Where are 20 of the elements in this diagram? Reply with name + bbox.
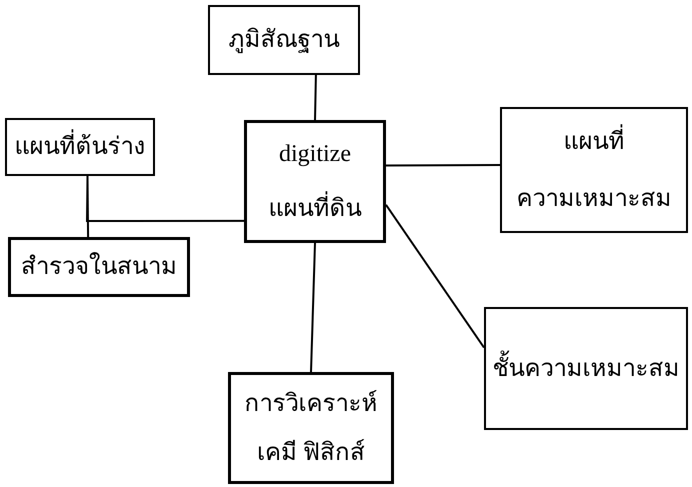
connector-line bbox=[386, 164, 500, 166]
process-box bbox=[8, 237, 190, 297]
box-text: ความเหมาะสม bbox=[516, 184, 672, 214]
box-text: แผนที่ดิน bbox=[268, 194, 362, 224]
connector-line bbox=[310, 242, 316, 372]
process-box bbox=[500, 107, 688, 233]
connector-line bbox=[314, 74, 317, 120]
box-text: สำรวจในสนาม bbox=[21, 252, 177, 282]
process-box bbox=[208, 5, 360, 75]
process-box bbox=[244, 120, 386, 243]
connector-line bbox=[86, 176, 244, 222]
connector-line bbox=[385, 204, 485, 348]
box-text: แผนที่ bbox=[564, 126, 624, 156]
box-text: ภูมิสัณฐาน bbox=[228, 26, 340, 55]
box-text: เคมี ฟิสิกส์ bbox=[257, 438, 365, 468]
process-box bbox=[484, 307, 688, 430]
box-text: digitize bbox=[279, 140, 351, 170]
box-text: การวิเคราะห์ bbox=[244, 389, 378, 418]
process-box bbox=[5, 118, 155, 176]
process-box bbox=[228, 372, 394, 484]
